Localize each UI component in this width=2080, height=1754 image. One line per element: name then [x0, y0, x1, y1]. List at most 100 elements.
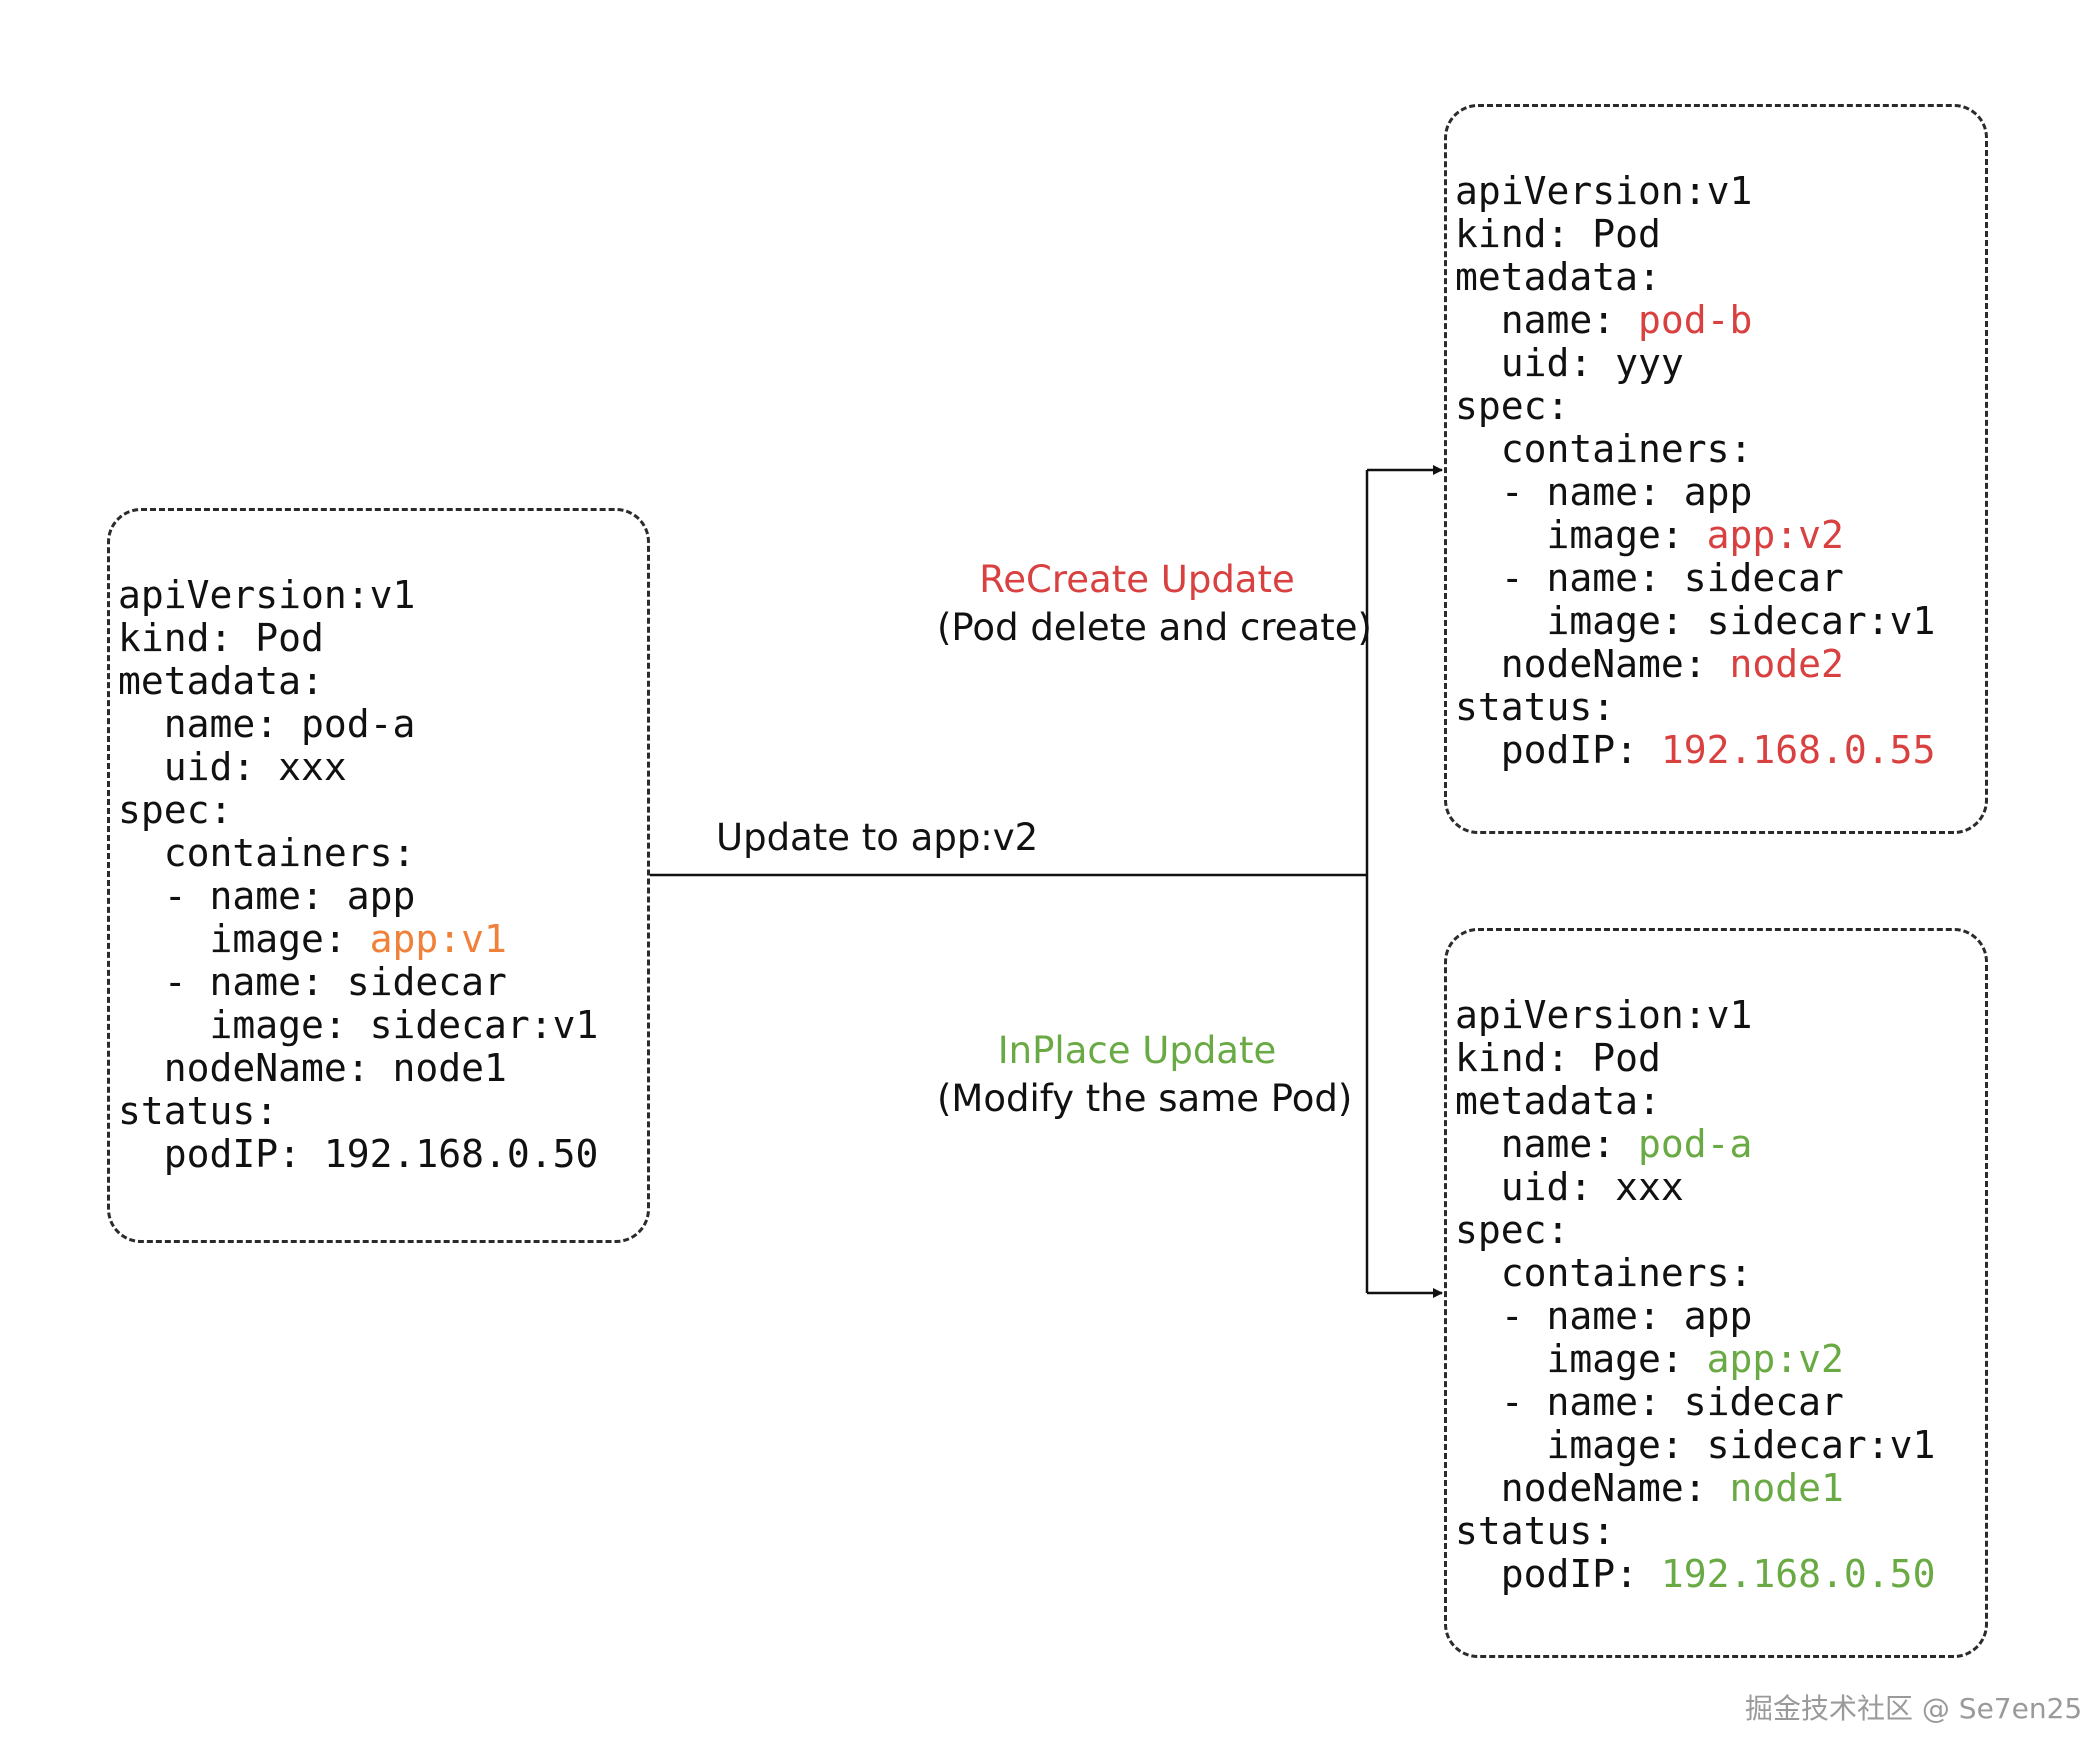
- yaml-line-text: - name: app: [1455, 1294, 1753, 1338]
- yaml-line: image: app:v2: [1455, 514, 1844, 557]
- yaml-line: - name: app: [1455, 470, 1753, 514]
- yaml-line-text: spec:: [1455, 1208, 1570, 1252]
- yaml-line: uid: yyy: [1455, 342, 1684, 385]
- yaml-line: nodeName: node1: [1455, 1467, 1844, 1510]
- yaml-line: metadata:: [1455, 1080, 1661, 1123]
- yaml-line-text: nodeName:: [1455, 1466, 1730, 1510]
- yaml-highlight-value: 192.168.0.55: [1660, 728, 1936, 772]
- yaml-line: apiVersion:v1: [1455, 994, 1752, 1037]
- yaml-line-text: podIP: 192.168.0.50: [118, 1132, 599, 1176]
- yaml-highlight-value: app:v2: [1706, 513, 1844, 557]
- yaml-line: - name: app: [1455, 1294, 1753, 1338]
- yaml-line-text: image: sidecar:v1: [118, 1003, 599, 1047]
- yaml-highlight-value: app:v2: [1706, 1337, 1844, 1381]
- yaml-line-text: apiVersion:v1: [1455, 169, 1753, 213]
- yaml-line-text: - name: app: [118, 874, 416, 918]
- yaml-line: spec:: [1455, 385, 1569, 428]
- yaml-line: status:: [1455, 686, 1615, 729]
- yaml-line: image: app:v2: [1455, 1338, 1844, 1381]
- yaml-line: - name: sidecar: [1455, 1381, 1844, 1424]
- yaml-line-text: name:: [1455, 298, 1639, 342]
- yaml-line-text: apiVersion:v1: [1455, 993, 1753, 1037]
- yaml-line: metadata:: [1455, 256, 1661, 299]
- yaml-line-text: kind: Pod: [118, 616, 324, 660]
- yaml-line-text: spec:: [118, 788, 233, 832]
- yaml-line-text: containers:: [118, 831, 416, 875]
- yaml-line-text: podIP:: [1455, 728, 1661, 772]
- yaml-line: kind: Pod: [118, 617, 324, 660]
- yaml-line-text: metadata:: [1455, 255, 1661, 299]
- yaml-line: image: app:v1: [118, 918, 507, 961]
- yaml-line: name: pod-b: [1455, 298, 1753, 342]
- yaml-line: name: pod-a: [118, 702, 416, 746]
- yaml-line: - name: sidecar: [118, 961, 507, 1004]
- yaml-line: nodeName: node1: [118, 1047, 507, 1090]
- yaml-line-text: apiVersion:v1: [118, 573, 416, 617]
- yaml-line: image: sidecar:v1: [118, 1003, 599, 1047]
- yaml-line: status:: [118, 1090, 278, 1133]
- yaml-line: name: pod-a: [1455, 1122, 1753, 1166]
- yaml-line-text: - name: sidecar: [118, 960, 507, 1004]
- yaml-line: status:: [1455, 1510, 1615, 1553]
- yaml-line: uid: xxx: [118, 746, 347, 789]
- yaml-line: podIP: 192.168.0.50: [1455, 1552, 1936, 1596]
- yaml-line: uid: xxx: [1455, 1166, 1684, 1209]
- yaml-line: - name: sidecar: [1455, 557, 1844, 600]
- yaml-line-text: kind: Pod: [1455, 212, 1661, 256]
- yaml-highlight-value: app:v1: [369, 917, 507, 961]
- yaml-highlight-value: node2: [1729, 642, 1844, 686]
- yaml-line-text: uid: yyy: [1455, 341, 1684, 385]
- yaml-line: kind: Pod: [1455, 1037, 1661, 1080]
- yaml-line: containers:: [1455, 427, 1753, 471]
- yaml-line-text: status:: [1455, 1509, 1616, 1553]
- inplace-update-title: InPlace Update: [997, 1029, 1277, 1072]
- yaml-line-text: uid: xxx: [1455, 1165, 1684, 1209]
- yaml-line: kind: Pod: [1455, 213, 1661, 256]
- recreate-update-description: (Pod delete and create): [937, 606, 1372, 649]
- yaml-line-text: metadata:: [118, 659, 324, 703]
- yaml-highlight-value: 192.168.0.50: [1660, 1552, 1936, 1596]
- yaml-line-text: name: pod-a: [118, 702, 416, 746]
- yaml-line-text: - name: sidecar: [1455, 1380, 1844, 1424]
- yaml-line: nodeName: node2: [1455, 643, 1844, 686]
- yaml-line-text: - name: app: [1455, 470, 1753, 514]
- yaml-line: spec:: [118, 789, 232, 832]
- yaml-line-text: image:: [1455, 1337, 1707, 1381]
- yaml-line: podIP: 192.168.0.55: [1455, 728, 1936, 772]
- yaml-line-text: kind: Pod: [1455, 1036, 1661, 1080]
- yaml-line-text: uid: xxx: [118, 745, 347, 789]
- yaml-highlight-value: pod-a: [1638, 1122, 1753, 1166]
- yaml-line-text: nodeName: node1: [118, 1046, 507, 1090]
- yaml-line-text: image:: [1455, 513, 1707, 557]
- yaml-line-text: nodeName:: [1455, 642, 1730, 686]
- update-to-label: Update to app:v2: [716, 816, 1039, 859]
- yaml-highlight-value: node1: [1729, 1466, 1844, 1510]
- yaml-line-text: - name: sidecar: [1455, 556, 1844, 600]
- yaml-line-text: image: sidecar:v1: [1455, 1423, 1936, 1467]
- yaml-highlight-value: pod-b: [1638, 298, 1753, 342]
- yaml-line-text: status:: [1455, 685, 1616, 729]
- yaml-line: containers:: [118, 831, 416, 875]
- yaml-line-text: containers:: [1455, 1251, 1753, 1295]
- yaml-line: metadata:: [118, 660, 324, 703]
- yaml-line: containers:: [1455, 1251, 1753, 1295]
- yaml-line: spec:: [1455, 1209, 1569, 1252]
- yaml-line: image: sidecar:v1: [1455, 1423, 1936, 1467]
- yaml-line: apiVersion:v1: [118, 574, 415, 617]
- yaml-line-text: metadata:: [1455, 1079, 1661, 1123]
- yaml-line-text: containers:: [1455, 427, 1753, 471]
- yaml-line-text: image:: [118, 917, 370, 961]
- yaml-line: - name: app: [118, 874, 416, 918]
- yaml-line-text: image: sidecar:v1: [1455, 599, 1936, 643]
- yaml-line: image: sidecar:v1: [1455, 599, 1936, 643]
- yaml-line-text: name:: [1455, 1122, 1639, 1166]
- inplace-update-description: (Modify the same Pod): [937, 1077, 1353, 1120]
- yaml-line-text: status:: [118, 1089, 279, 1133]
- yaml-line-text: podIP:: [1455, 1552, 1661, 1596]
- yaml-line: apiVersion:v1: [1455, 170, 1752, 213]
